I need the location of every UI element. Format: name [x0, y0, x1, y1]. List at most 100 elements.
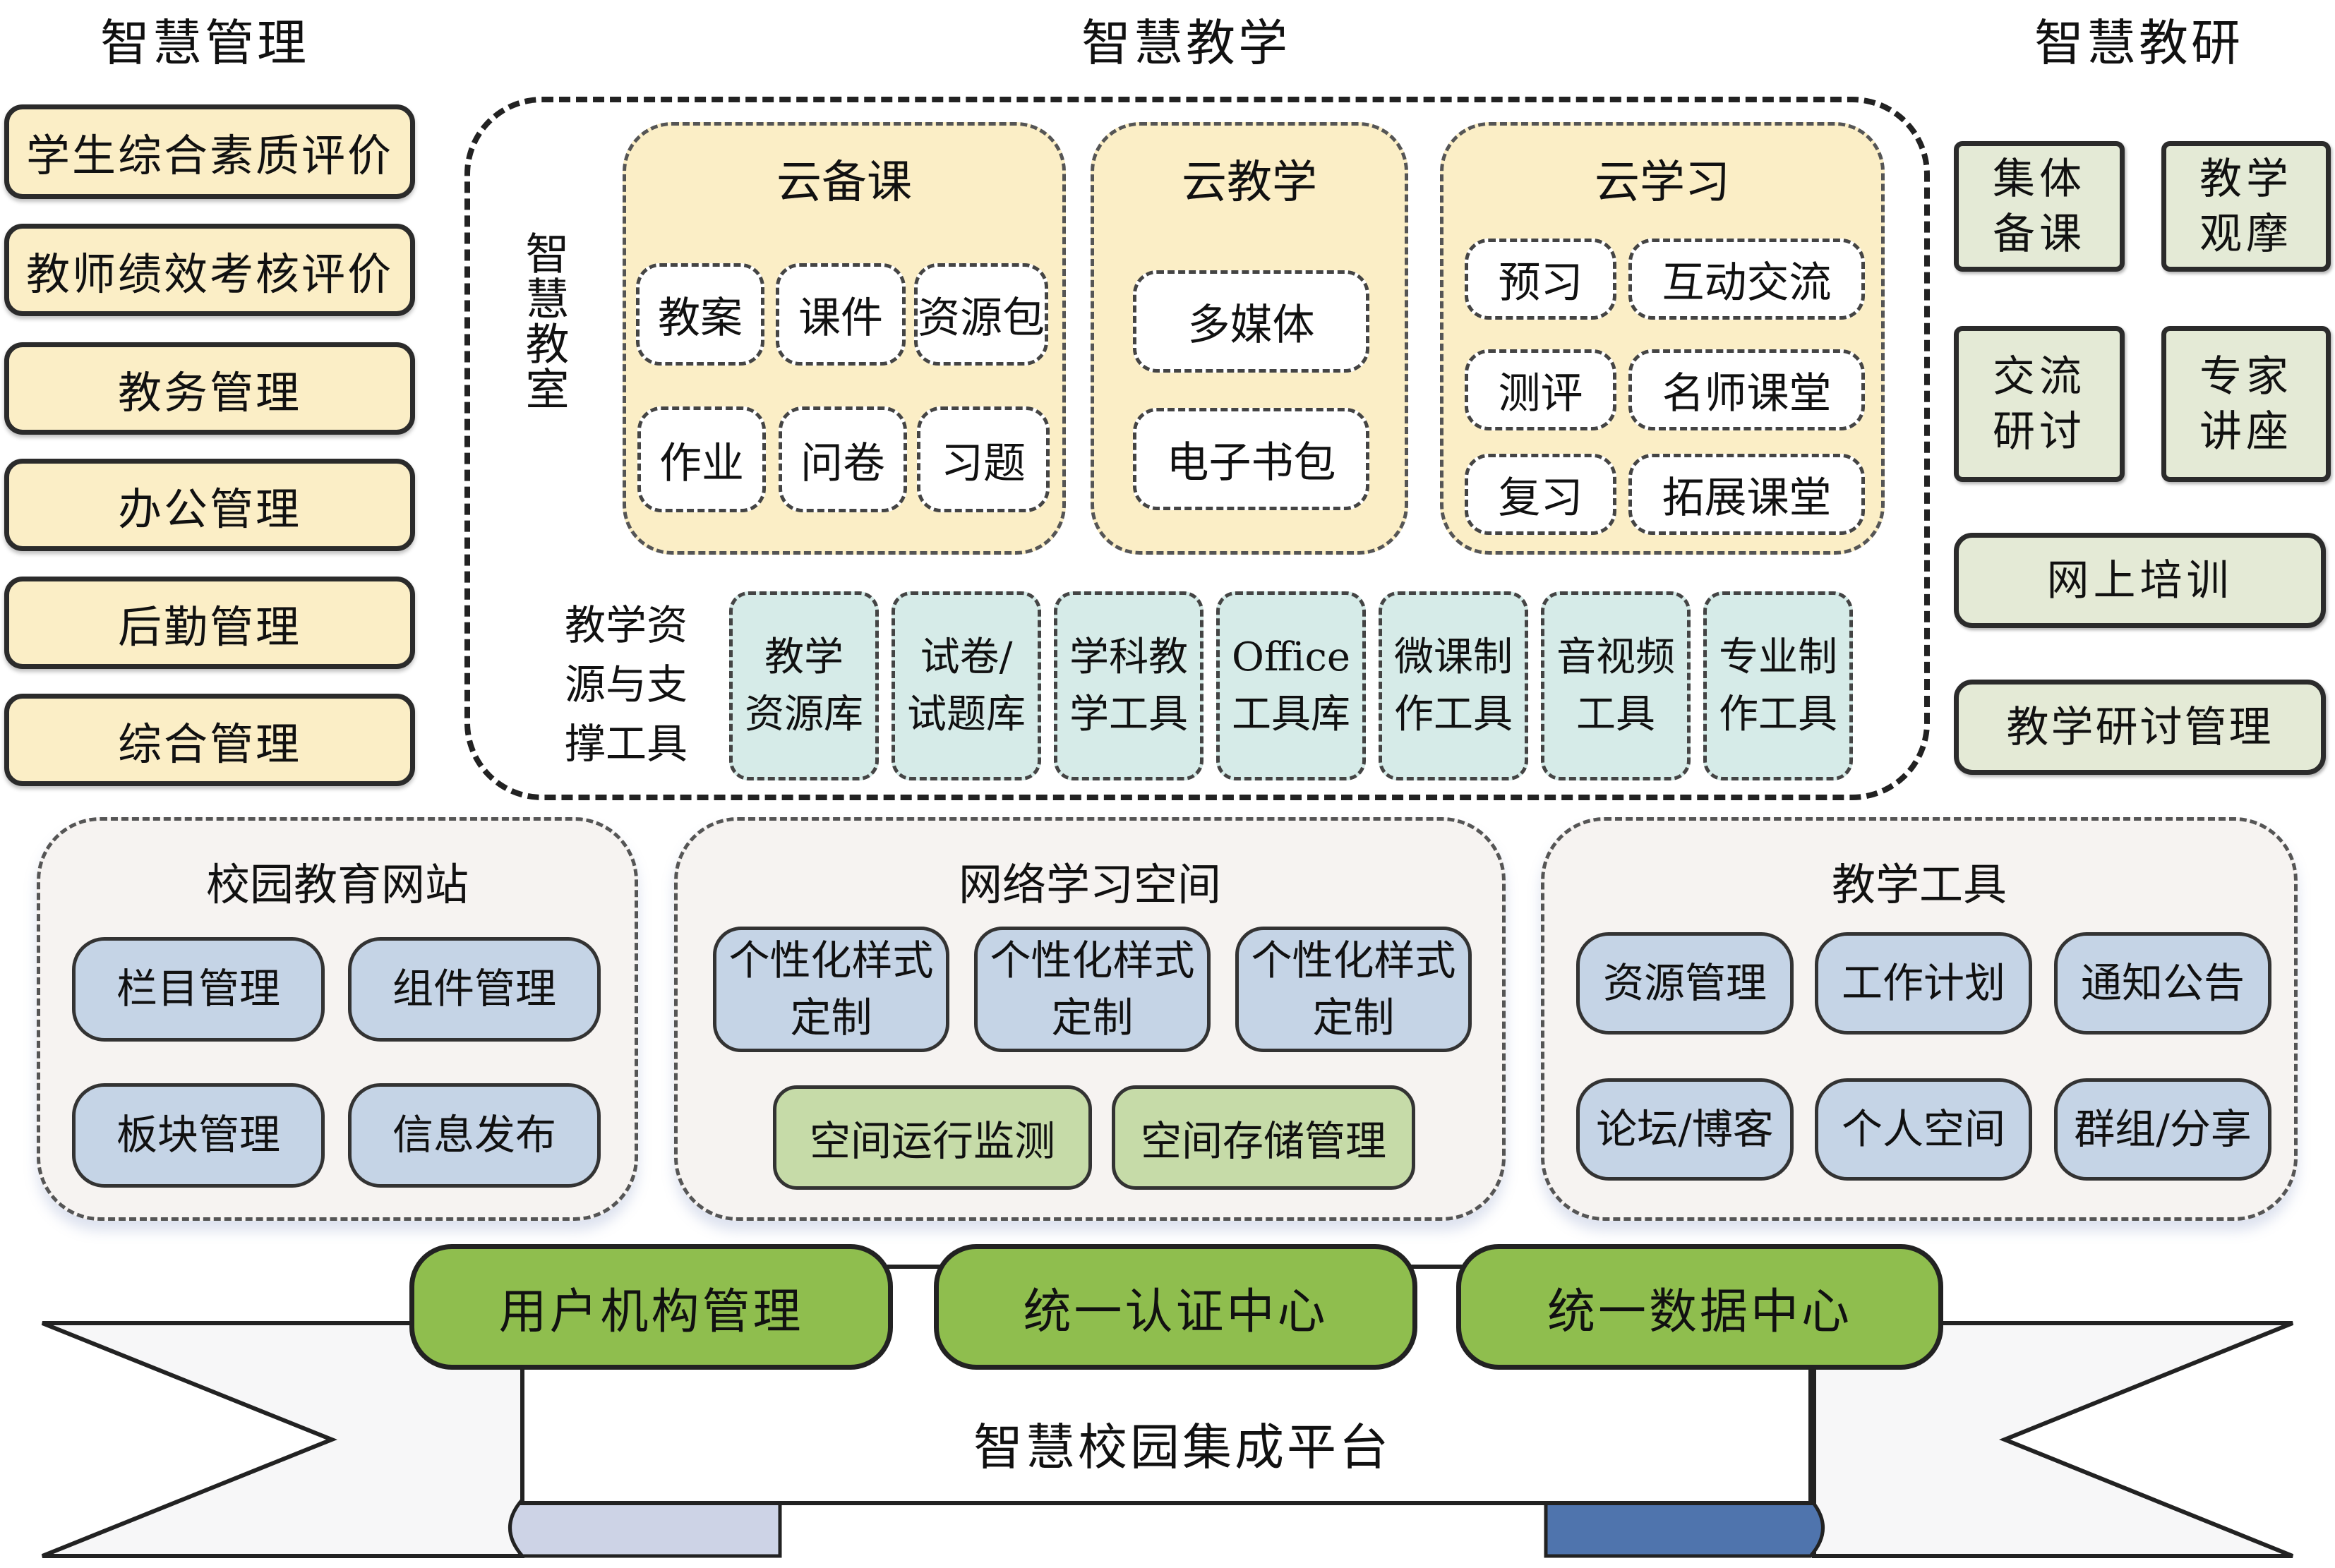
teaching-tool-item[interactable]: 个人空间: [1815, 1078, 2032, 1181]
custom-item-line2: 定制: [790, 994, 872, 1042]
resource-tool-line1: 微课制: [1394, 634, 1513, 680]
resource-tool-line1: 教学: [764, 634, 844, 680]
research-item-line1: 专家: [2199, 351, 2293, 402]
resource-tool[interactable]: 微课制 作工具: [1379, 591, 1528, 780]
teaching-tool-item[interactable]: 工作计划: [1815, 932, 2032, 1035]
cloud-learning-item[interactable]: 测评: [1465, 349, 1616, 430]
cloud-learning-item[interactable]: 预习: [1465, 239, 1616, 320]
platform-module-user-org[interactable]: 用户机构管理: [409, 1244, 893, 1370]
research-item[interactable]: 交流 研讨: [1954, 326, 2125, 482]
resources-label-line: 教学资: [564, 601, 688, 649]
management-item[interactable]: 办公管理: [4, 459, 415, 551]
resource-tool[interactable]: 专业制 作工具: [1703, 591, 1853, 780]
management-item[interactable]: 学生综合素质评价: [4, 104, 415, 199]
teaching-tools-title: 教学工具: [1831, 859, 2007, 910]
resource-tool-line2: 作工具: [1394, 692, 1513, 737]
custom-item-line2: 定制: [1312, 994, 1395, 1042]
resource-tool[interactable]: 教学 资源库: [729, 591, 879, 780]
campus-website-panel: 校园教育网站 栏目管理 组件管理 板块管理 信息发布: [37, 817, 638, 1221]
cloud-prep-item[interactable]: 作业: [637, 406, 766, 512]
learning-space-item[interactable]: 空间存储管理: [1112, 1085, 1415, 1190]
learning-space-custom-item[interactable]: 个性化样式 定制: [974, 927, 1211, 1052]
management-item[interactable]: 教务管理: [4, 342, 415, 435]
cloud-prep-item[interactable]: 课件: [776, 263, 906, 366]
resource-tool-line2: 试题库: [907, 692, 1026, 737]
custom-item-line1: 个性化样式: [990, 936, 1195, 984]
teaching-tools-panel: 教学工具 资源管理 工作计划 通知公告 论坛/博客 个人空间 群组/分享: [1541, 817, 2298, 1221]
cloud-prep-item[interactable]: 问卷: [779, 406, 907, 512]
cloud-prep-title: 云备课: [776, 157, 912, 209]
research-item[interactable]: 教学 观摩: [2161, 141, 2331, 272]
research-item-line1: 教学: [2199, 154, 2293, 204]
research-item-line1: 交流: [1993, 351, 2086, 402]
research-item[interactable]: 集体 备课: [1954, 141, 2125, 272]
management-item[interactable]: 后勤管理: [4, 577, 415, 669]
resource-tool-line2: 工具库: [1232, 692, 1350, 737]
resource-tool[interactable]: 音视频 工具: [1541, 591, 1691, 780]
research-item-line1: 集体: [1993, 154, 2086, 204]
platform-module-data[interactable]: 统一数据中心: [1456, 1244, 1943, 1370]
heading-smart-management: 智慧管理: [100, 13, 309, 72]
cloud-teaching-item[interactable]: 电子书包: [1133, 408, 1369, 510]
platform-title: 智慧校园集成平台: [973, 1418, 1391, 1476]
ribbon-right-fold: [1544, 1497, 1825, 1558]
custom-item-line1: 个性化样式: [728, 936, 934, 984]
teaching-tool-item[interactable]: 群组/分享: [2054, 1078, 2271, 1181]
campus-website-item[interactable]: 组件管理: [348, 937, 601, 1042]
resource-tool-line2: 资源库: [745, 692, 863, 737]
campus-website-title: 校园教育网站: [205, 859, 469, 910]
management-item[interactable]: 教师绩效考核评价: [4, 224, 415, 316]
research-item-line2: 观摩: [2199, 209, 2293, 259]
resource-tool-line1: Office: [1231, 634, 1351, 680]
resource-tool-line2: 学工具: [1069, 692, 1188, 737]
smart-classroom-label-text: 智慧教室: [517, 231, 570, 411]
resources-label: 教学资 源与支 撑工具: [545, 596, 707, 773]
cloud-learning-item[interactable]: 互动交流: [1628, 239, 1865, 320]
learning-space-item[interactable]: 空间运行监测: [773, 1085, 1092, 1190]
resource-tool-line1: 试卷/: [920, 634, 1013, 680]
resources-label-line: 源与支: [564, 660, 688, 708]
cloud-prep-item[interactable]: 习题: [917, 406, 1050, 512]
teaching-tool-item[interactable]: 论坛/博客: [1576, 1078, 1794, 1181]
smart-classroom-label: 智慧教室: [517, 222, 570, 420]
cloud-learning-item[interactable]: 名师课堂: [1628, 349, 1865, 430]
cloud-teaching-title: 云教学: [1182, 157, 1317, 209]
resource-tool-line1: 专业制: [1719, 634, 1837, 680]
learning-space-panel: 网络学习空间 个性化样式 定制 个性化样式 定制 个性化样式 定制 空间运行监测…: [674, 817, 1506, 1221]
custom-item-line1: 个性化样式: [1251, 936, 1456, 984]
learning-space-custom-item[interactable]: 个性化样式 定制: [1235, 927, 1472, 1052]
research-wide-item[interactable]: 教学研讨管理: [1954, 680, 2326, 775]
teaching-tool-item[interactable]: 通知公告: [2054, 932, 2271, 1035]
resource-tool[interactable]: Office 工具库: [1216, 591, 1366, 780]
campus-website-item[interactable]: 信息发布: [348, 1083, 601, 1188]
heading-smart-teaching: 智慧教学: [1081, 13, 1290, 72]
resource-tool[interactable]: 学科教 学工具: [1054, 591, 1203, 780]
heading-smart-research: 智慧教研: [2034, 13, 2243, 72]
resource-tool-line1: 学科教: [1069, 634, 1188, 680]
smart-teaching-container: [464, 97, 1930, 800]
research-item[interactable]: 专家 讲座: [2161, 326, 2331, 482]
cloud-prep-item[interactable]: 教案: [636, 263, 764, 366]
cloud-prep-item[interactable]: 资源包: [914, 263, 1048, 366]
management-item[interactable]: 综合管理: [4, 694, 415, 786]
resource-tool-line2: 工具: [1576, 692, 1655, 737]
platform-module-auth[interactable]: 统一认证中心: [934, 1244, 1417, 1370]
cloud-prep-panel: 云备课 教案 课件 资源包 作业 问卷 习题: [623, 122, 1066, 555]
learning-space-title: 网络学习空间: [958, 859, 1221, 910]
custom-item-line2: 定制: [1051, 994, 1134, 1042]
ribbon-left-fold: [508, 1497, 782, 1558]
resource-tool-line2: 作工具: [1719, 692, 1837, 737]
cloud-teaching-item[interactable]: 多媒体: [1133, 270, 1369, 373]
cloud-learning-title: 云学习: [1595, 157, 1730, 209]
resources-label-line: 撑工具: [564, 720, 688, 768]
research-item-line2: 研讨: [1993, 406, 2086, 457]
resource-tool[interactable]: 试卷/ 试题库: [892, 591, 1041, 780]
learning-space-custom-item[interactable]: 个性化样式 定制: [713, 927, 949, 1052]
cloud-learning-item[interactable]: 复习: [1465, 454, 1616, 535]
cloud-learning-item[interactable]: 拓展课堂: [1628, 454, 1865, 535]
teaching-tool-item[interactable]: 资源管理: [1576, 932, 1794, 1035]
cloud-teaching-panel: 云教学 多媒体 电子书包: [1091, 122, 1408, 555]
campus-website-item[interactable]: 栏目管理: [72, 937, 325, 1042]
campus-website-item[interactable]: 板块管理: [72, 1083, 325, 1188]
research-wide-item[interactable]: 网上培训: [1954, 533, 2326, 628]
